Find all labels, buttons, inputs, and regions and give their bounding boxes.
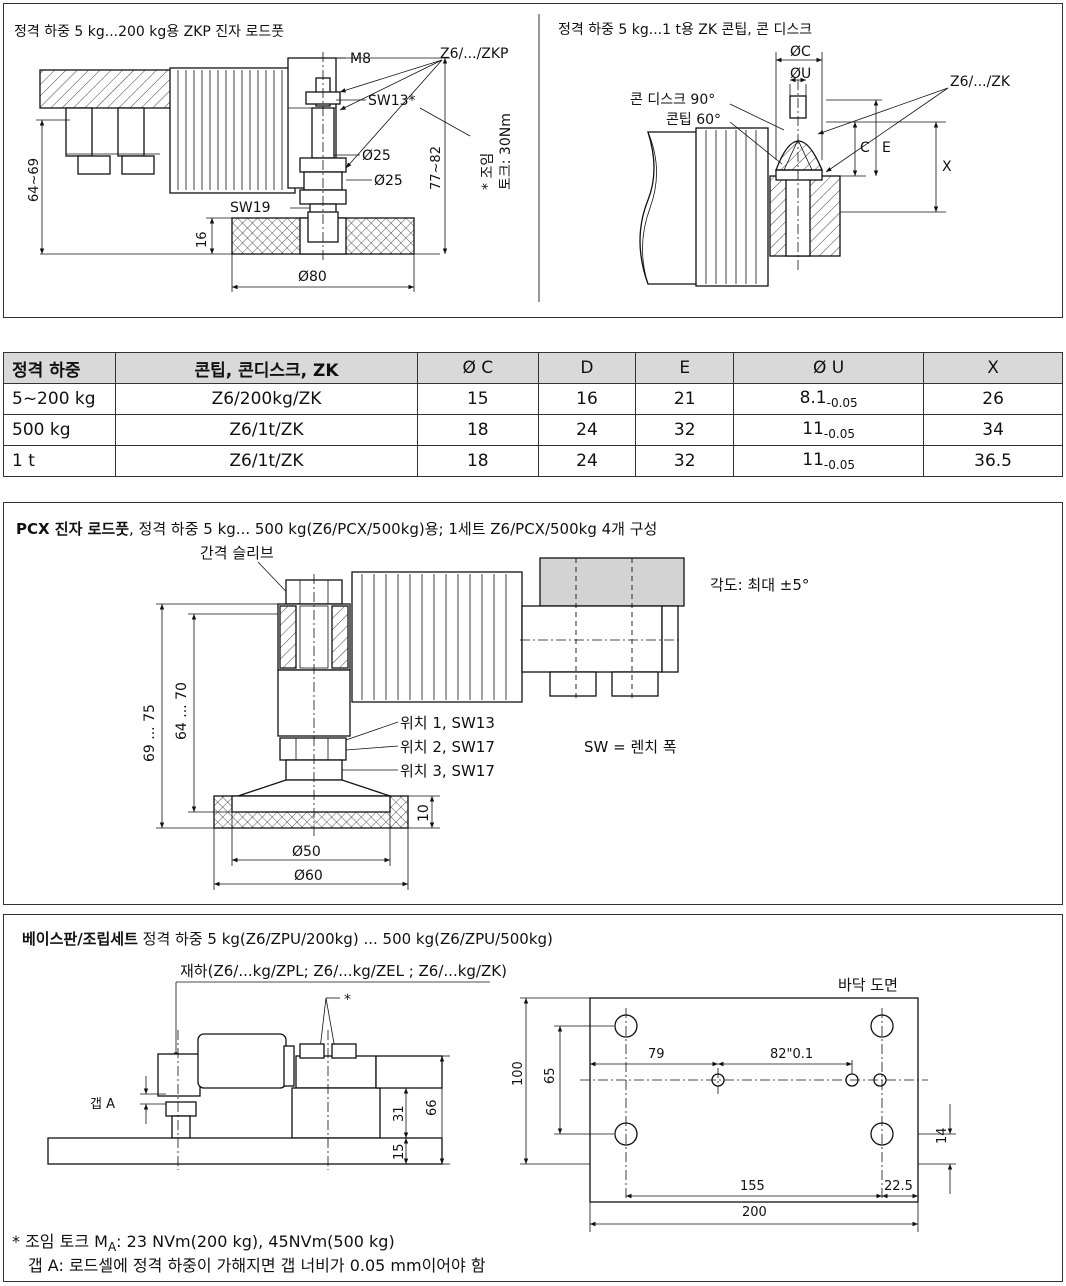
dim-64-69: 64~69 xyxy=(27,158,42,202)
label-c: C xyxy=(860,140,870,156)
pcx-panel xyxy=(3,502,1063,905)
label-z6-zkp: Z6/.../ZKP xyxy=(440,46,509,62)
zkp-pendulum-foot-drawing: 정격 하중 5 kg...200 kg용 ZKP 진자 로드풋 xyxy=(14,24,514,292)
spec-table: 정격 하중 콘팁, 콘디스크, ZK Ø C D E Ø U X 5~200 k… xyxy=(3,352,1063,477)
col-header: E xyxy=(635,352,735,384)
dim-d80: Ø80 xyxy=(298,269,327,285)
label-du: ØU xyxy=(790,66,811,82)
panel2-title: 정격 하중 5 kg...1 t용 ZK 콘팁, 콘 디스크 xyxy=(558,22,812,38)
col-header: Ø C xyxy=(417,352,539,384)
label-cone-tip-60: 콘팁 60° xyxy=(666,112,721,128)
panel1-title: 정격 하중 5 kg...200 kg용 ZKP 진자 로드풋 xyxy=(14,24,284,40)
label-x: X xyxy=(942,159,952,175)
label-d25b: Ø25 xyxy=(374,173,403,189)
zk-cone-tip-drawing: 정격 하중 5 kg...1 t용 ZK 콘팁, 콘 디스크 ØC ØU Z6/… xyxy=(558,22,1011,287)
label-torque-1: * 조임 xyxy=(480,153,496,190)
label-torque-2: 토크: 30Nm xyxy=(498,113,514,190)
col-header: 콘팁, 콘디스크, ZK xyxy=(115,352,418,384)
dim-77-82: 77~82 xyxy=(429,146,444,190)
label-cone-disc-90: 콘 디스크 90° xyxy=(630,92,715,108)
col-header: Ø U xyxy=(733,352,925,384)
table-row: 500 kg Z6/1t/ZK 18 24 32 11-0.05 34 xyxy=(3,414,1063,446)
label-sw19: SW19 xyxy=(230,200,271,216)
table-row: 1 t Z6/1t/ZK 18 24 32 11-0.05 36.5 xyxy=(3,445,1063,477)
label-z6-zk: Z6/.../ZK xyxy=(950,74,1011,90)
col-header: X xyxy=(923,352,1063,384)
label-sw13: SW13* xyxy=(368,93,416,109)
note-gap: 갭 A: 로드셀에 정격 하중이 가해지면 갭 너비가 0.05 mm이어야 함 xyxy=(28,1256,486,1275)
label-dc: ØC xyxy=(790,44,811,60)
label-e: E xyxy=(882,140,891,156)
col-header: D xyxy=(537,352,637,384)
col-header: 정격 하중 xyxy=(3,352,116,384)
note-torque: * 조임 토크 MA: 23 NVm(200 kg), 45NVm(500 kg… xyxy=(12,1232,395,1254)
table-row: 5~200 kg Z6/200kg/ZK 15 16 21 8.1-0.05 2… xyxy=(3,383,1063,415)
label-m8: M8 xyxy=(350,51,371,67)
table-header-row: 정격 하중 콘팁, 콘디스크, ZK Ø C D E Ø U X xyxy=(3,352,1063,384)
dim-16: 16 xyxy=(195,231,210,248)
label-d25a: Ø25 xyxy=(362,148,391,164)
baseplate-panel xyxy=(3,914,1063,1282)
